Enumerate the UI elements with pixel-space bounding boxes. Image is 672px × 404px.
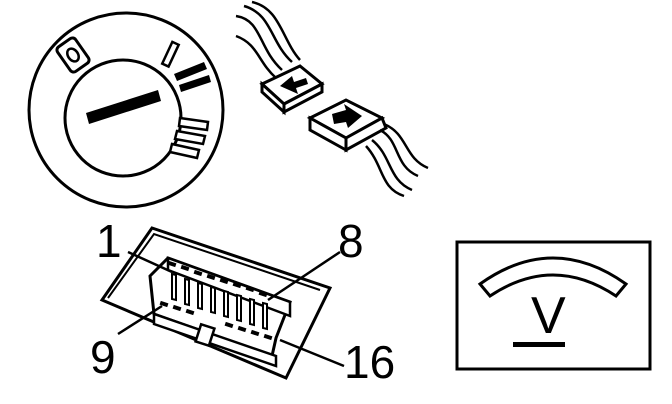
ignition-position-2-marker <box>174 62 211 92</box>
pin-label-1: 1 <box>96 215 122 267</box>
voltmeter-symbol: V <box>455 240 652 371</box>
voltmeter-scale-arc-icon <box>477 256 629 298</box>
leader-line-pin-16 <box>279 338 345 368</box>
ignition-position-1-marker <box>160 40 181 69</box>
ignition-switch: 0 <box>0 0 225 209</box>
connector-key-tab <box>193 322 217 348</box>
wire-connector-illustration <box>235 0 429 198</box>
left-plug-housing <box>259 64 325 116</box>
ignition-key-barrel <box>63 58 183 178</box>
connector-pin <box>262 301 268 331</box>
ignition-position-0-label: 0 <box>0 0 1 1</box>
connector-pin <box>197 281 203 311</box>
connector-pin <box>249 297 255 327</box>
leader-line-pin-9 <box>117 304 163 336</box>
pin-leader-lines <box>117 250 345 368</box>
connector-pin-row <box>171 272 268 331</box>
left-plug-arrow-icon <box>280 76 308 94</box>
pin-label-8: 8 <box>338 215 364 267</box>
diagnostic-connector: 1 8 9 16 <box>90 215 395 388</box>
ignition-position-3-marker <box>168 116 210 160</box>
ignition-key-slot <box>86 90 161 124</box>
leader-line-pin-8 <box>267 250 341 302</box>
left-wire-bundle <box>235 0 301 79</box>
pin-label-9: 9 <box>90 331 116 383</box>
right-wire-bundle <box>365 122 429 198</box>
pin-label-16: 16 <box>344 336 395 388</box>
right-plug-housing <box>306 98 388 153</box>
right-plug-arrow-icon <box>332 104 362 128</box>
connector-pin <box>171 272 177 302</box>
connector-pin <box>210 285 216 315</box>
leader-line-pin-1 <box>127 250 173 274</box>
voltmeter-unit-label: V <box>531 287 566 345</box>
ignition-position-0-marker: 0 <box>0 0 91 74</box>
connector-pin <box>236 293 242 323</box>
connector-pin <box>184 277 190 307</box>
voltmeter-dc-underline <box>513 342 565 347</box>
connector-pin-slots <box>159 260 273 341</box>
connector-pin <box>223 289 229 319</box>
